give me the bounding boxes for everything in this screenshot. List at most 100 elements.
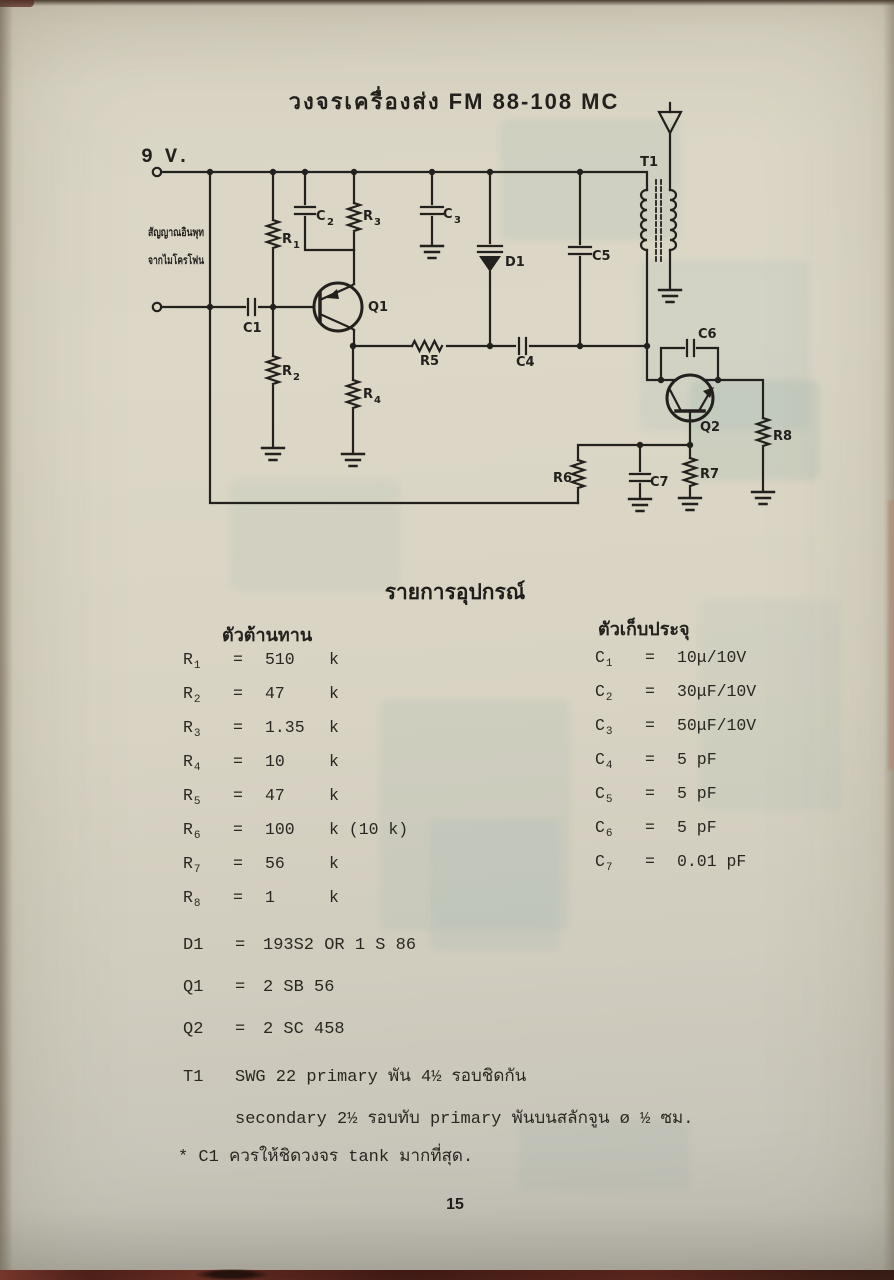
equals-sign: = [235,978,246,997]
equals-sign: = [235,936,246,955]
capacitor-symbol: C [595,818,605,837]
resistor-symbol: R [183,718,193,737]
resistor-subscript: 3 [193,728,201,741]
resistor-value: 100 [265,820,295,839]
capacitor-row: C1=10μ/10V [595,648,756,682]
page-title: วงจรเครื่องส่ง FM 88-108 MC [288,89,620,114]
equals-sign: = [233,786,243,805]
resistor-subscript: 2 [193,694,201,707]
equals-sign: = [233,718,243,737]
capacitor-value: 5 pF [677,818,717,837]
resistor-value: 56 [265,854,285,873]
capacitor-symbol: C [595,784,605,803]
capacitor-value: 30μF/10V [677,682,757,701]
transformer-label: T1 [183,1068,204,1087]
equals-sign: = [645,818,655,837]
label-c2-sym: C [316,209,326,224]
resistor-symbol: R [183,752,193,771]
capacitor-row: C6 = 5 pF [595,818,756,852]
resistor-subscript: 6 [193,830,201,843]
label-c2-sub: 2 [327,217,334,228]
resistor-subscript: 8 [193,898,201,911]
equals-sign: = [645,682,655,701]
resistor-value: 47 [265,786,285,805]
resistor-value: 510 [265,650,295,669]
equals-sign: = [645,852,655,871]
input-caption-line2: จากไมโครโฟน [148,252,204,267]
resistor-value: 1.35 [265,718,305,737]
supply-voltage-label: 9 V. [141,146,189,169]
part-label: D1 [183,936,204,955]
label-c4: C4 [516,355,535,370]
page-number: 15 [446,1196,464,1213]
capacitor-subscript: 5 [605,794,613,807]
ground-symbol [750,490,776,506]
label-r1-sym: R [282,232,292,247]
equals-sign: = [645,750,655,769]
equals-sign: = [235,1020,246,1039]
capacitor-value: 0.01 pF [677,852,747,871]
capacitors-heading: ตัวเก็บประจุ [598,619,690,639]
resistor-symbol: R [183,786,193,805]
equals-sign: = [645,648,655,667]
resistor-unit: k [329,786,339,805]
part-label: Q1 [183,978,204,997]
label-c1: C1 [243,321,262,336]
capacitor-symbol: C [595,750,605,769]
label-r3-sym: R [363,209,373,224]
label-r5: R5 [420,354,439,369]
label-c5: C5 [592,249,611,264]
capacitor-row: C3=50μF/10V [595,716,756,750]
part-label: Q2 [183,1020,204,1039]
capacitor-symbol: C [595,852,605,871]
resistor-subscript: 4 [193,762,201,775]
capacitor-value: 10μ/10V [677,648,747,667]
capacitor-value: 50μF/10V [677,716,757,735]
resistor-subscript: 7 [193,864,201,877]
resistor-symbol: R [183,854,193,873]
parts-list-heading: รายการอุปกรณ์ [384,581,526,604]
junction-dots [206,168,722,449]
scan-edge-bottom [0,1270,894,1280]
resistors-heading: ตัวต้านทาน [222,625,313,645]
capacitor-symbol: C [595,648,605,667]
resistor-unit: k [329,888,339,907]
equals-sign: = [233,684,243,703]
capacitor-subscript: 2 [605,692,613,705]
ground-symbol [419,244,445,260]
capacitor-value: 5 pF [677,750,717,769]
circuit-schematic: 9 V. สัญญาณอินพุท จากไมโครโฟน C1 C 2 C 3… [141,101,792,513]
resistor-unit: k [329,684,339,703]
label-r2-sub: 2 [293,372,300,383]
resistor-subscript: 5 [193,796,201,809]
label-r6: R6 [553,471,572,486]
label-r4-sym: R [363,387,373,402]
ground-symbol [340,452,366,468]
equals-sign: = [233,854,243,873]
equals-sign: = [233,888,243,907]
resistor-symbol: R [183,820,193,839]
label-r2-sym: R [282,364,292,379]
capacitor-subscript: 6 [605,828,613,841]
ground-symbol [657,288,683,304]
equals-sign: = [645,716,655,735]
semiconductor-row: Q1=2 SB 56 [183,978,416,1020]
resistor-value: 10 [265,752,285,771]
scan-edge-blob [196,1269,268,1280]
resistor-unit: k [329,718,339,737]
part-value: 2 SC 458 [263,1020,345,1039]
semiconductor-list: D1=193S2 OR 1 S 86 Q1=2 SB 56 Q2=2 SC 45… [183,936,416,1062]
ground-symbol [627,497,653,513]
resistor-subscript: 1 [193,660,201,673]
resistor-unit: k [329,854,339,873]
resistor-row: R3 = 1.35 k [183,718,408,752]
label-d1: D1 [505,255,525,270]
resistor-value: 47 [265,684,285,703]
